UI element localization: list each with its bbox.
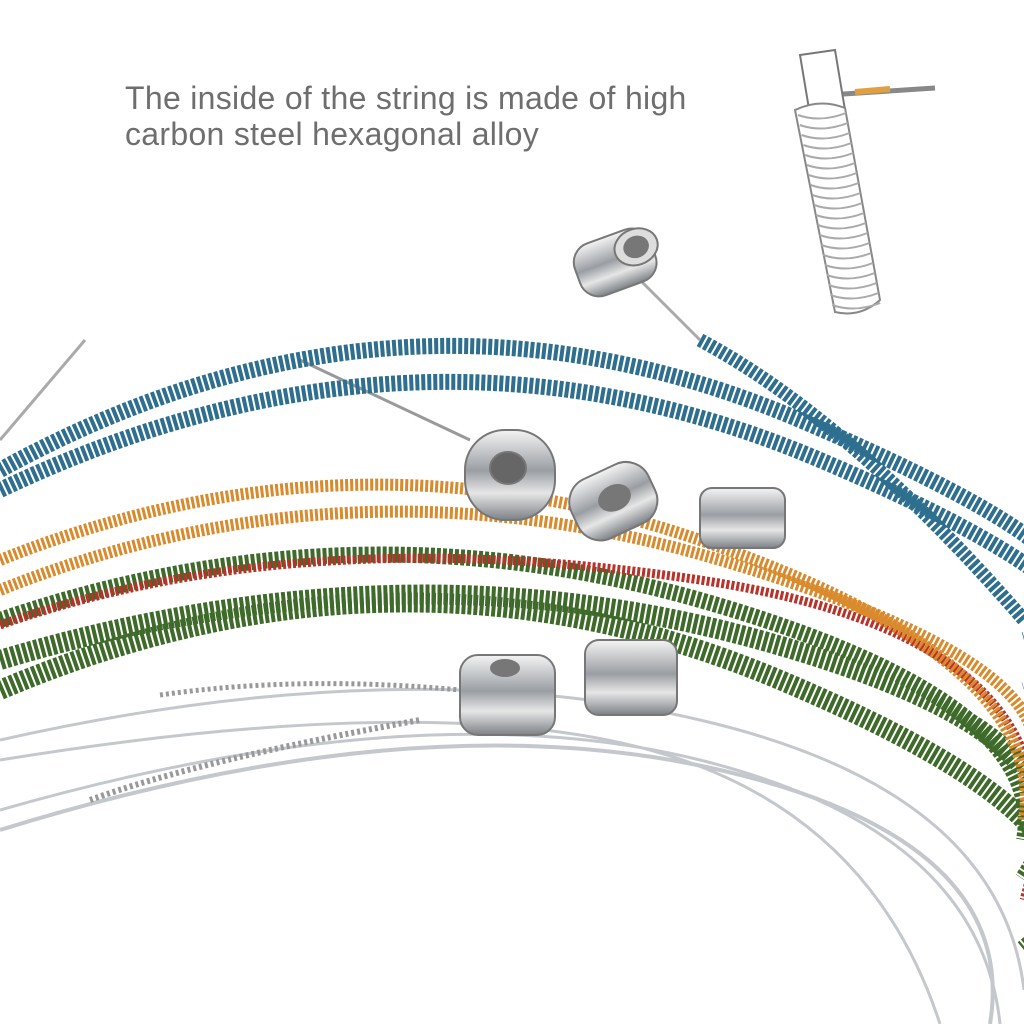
coil-ring bbox=[801, 132, 850, 140]
silver-strings bbox=[0, 339, 1024, 1024]
coil-ring bbox=[804, 152, 854, 160]
caption: The inside of the string is made of high… bbox=[125, 80, 765, 152]
coil-ring bbox=[828, 282, 877, 290]
coil-ring bbox=[808, 172, 858, 180]
coil-ring bbox=[812, 192, 861, 200]
blue-strings bbox=[0, 333, 1024, 691]
coil-ring bbox=[817, 222, 867, 230]
coil-ring bbox=[822, 252, 872, 260]
string-core-diagram bbox=[793, 48, 936, 315]
ball-ends bbox=[459, 227, 786, 736]
coil-ring bbox=[813, 202, 863, 210]
coil-ring bbox=[797, 112, 847, 120]
coil-ring bbox=[821, 242, 870, 250]
orange-strings bbox=[0, 478, 1024, 820]
coil-ring bbox=[824, 262, 874, 270]
caption-line-2: carbon steel hexagonal alloy bbox=[125, 116, 540, 152]
coil-ring bbox=[830, 292, 879, 300]
green-strings bbox=[0, 546, 1024, 950]
coil-ring bbox=[826, 272, 876, 280]
coil-ring bbox=[806, 162, 856, 170]
coil-ring bbox=[831, 302, 881, 310]
coil-ring bbox=[815, 212, 865, 220]
coil-ring bbox=[799, 122, 849, 130]
coil-ring bbox=[819, 232, 868, 240]
coil-ring bbox=[803, 142, 852, 150]
caption-line-1: The inside of the string is made of high bbox=[125, 80, 687, 116]
coil-ring bbox=[810, 182, 859, 190]
